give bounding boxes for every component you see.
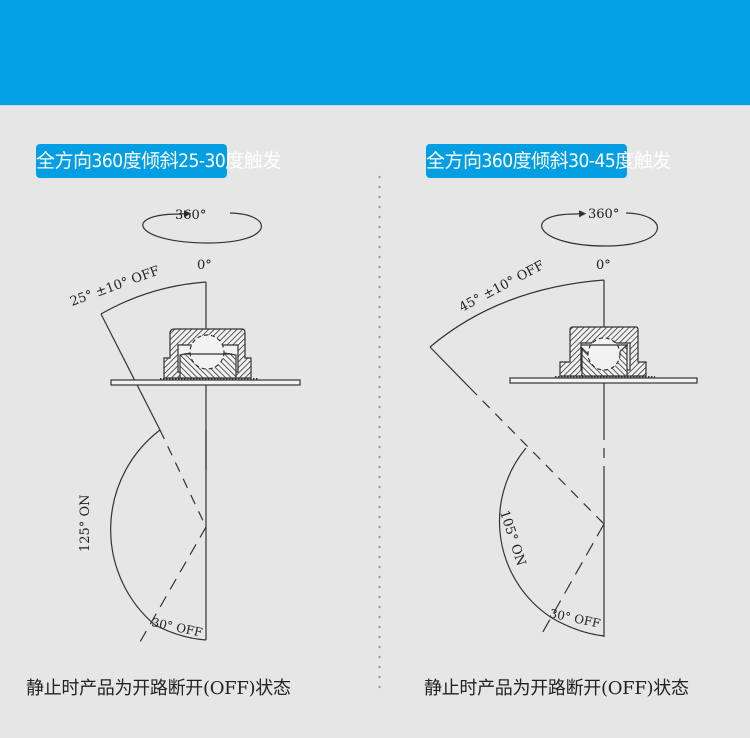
right-off-range-label: 45° ±10° OFF [457,258,547,315]
right-diagram [429,210,698,638]
panel-left-caption: 静止时产品为开路断开(OFF)状态 [26,678,291,699]
right-bottom-off-label: 30° OFF [548,606,601,630]
left-off-range-label: 25° ±10° OFF [68,264,161,310]
left-diagram [100,210,301,643]
rotation-ellipse-icon [541,210,658,247]
left-on-range-label: 125° ON [78,495,93,552]
left-bottom-off-label: 30° OFF [150,615,203,639]
left-zero-label: 0° [197,258,212,273]
left-labels: 360° 0° 25° ±10° OFF 125° ON 30° OFF [68,208,212,640]
panel-right-caption: 静止时产品为开路断开(OFF)状态 [424,678,689,699]
left-rotation-label: 360° [175,208,206,223]
panel-left-title: 全方向360度倾斜25-30度触发 [36,144,281,178]
banner-divider [0,105,750,106]
rotation-ellipse-icon [142,210,262,244]
right-labels: 360° 0° 45° ±10° OFF 105° ON 30° OFF [457,207,619,631]
right-rotation-label: 360° [588,207,619,222]
dotted-divider [378,172,381,692]
right-zero-label: 0° [596,258,611,273]
header-banner [0,0,750,105]
panel-right-title: 全方向360度倾斜30-45度触发 [426,144,671,178]
